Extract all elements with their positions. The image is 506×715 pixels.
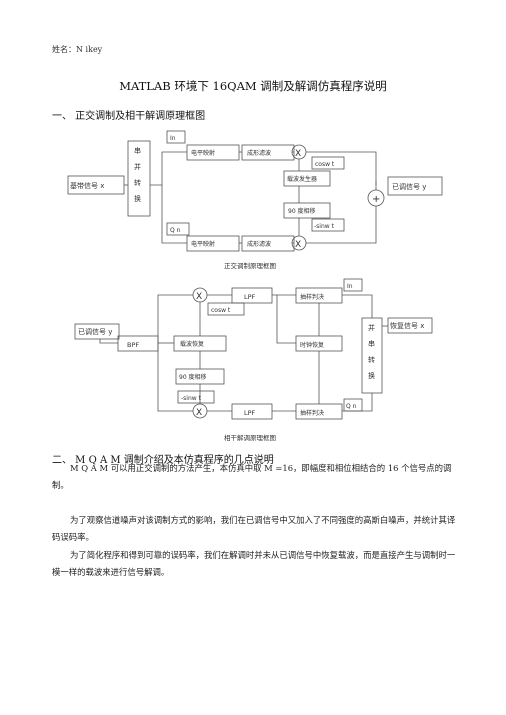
ps-char-3: 转 — [368, 355, 375, 364]
cos-label-box — [311, 156, 345, 170]
mixer-bottom-label: X — [295, 240, 301, 250]
cos2-label: cosw t — [211, 307, 231, 314]
carrier-recovery-label: 载波恢复 — [180, 340, 204, 348]
in-label: In — [170, 135, 176, 142]
diagram1-caption: 正交调制原理框图 — [224, 261, 276, 270]
input2-box — [74, 323, 120, 340]
in2-label: In — [347, 283, 353, 290]
shaping-bottom-label: 成形滤波 — [247, 240, 271, 248]
shaping-top-label: 成形滤波 — [247, 149, 271, 157]
sampler-bottom-label: 抽样判决 — [300, 409, 324, 417]
clock-recovery-label: 时钟恢复 — [300, 341, 324, 349]
qn-label: Q n — [170, 227, 181, 234]
ps-char-1: 并 — [368, 323, 375, 332]
lpf-bottom-label: LPF — [244, 409, 256, 417]
author-line: 姓名：N ikey — [52, 45, 103, 54]
sin-label-box — [311, 218, 345, 232]
in2-box — [343, 278, 363, 292]
lpf-top-label: LPF — [244, 293, 256, 301]
carrier-gen-label: 载波发生器 — [287, 175, 317, 183]
mixer-top-label: X — [295, 149, 301, 159]
lpf-top-box — [231, 287, 273, 304]
cos2-box — [207, 302, 245, 316]
ps-char-2: 串 — [368, 340, 375, 348]
level-map-top-box — [186, 144, 240, 161]
sp-char-1: 串 — [134, 147, 141, 155]
document-title: MATLAB 环境下 16QAM 调制及解调仿真程序说明 — [119, 79, 387, 93]
bpf-label: BPF — [127, 341, 139, 349]
output-box — [387, 176, 443, 196]
input2-label: 已调信号 y — [78, 327, 112, 336]
sp-char-4: 换 — [134, 194, 141, 203]
cos-label: cosw t — [315, 161, 335, 168]
adder-label: + — [372, 194, 380, 205]
ps-char-4: 换 — [368, 371, 375, 380]
recovered-output-label: 恢复信号 x — [390, 321, 424, 330]
mixer2-top-label: X — [196, 292, 202, 302]
level-map-top-label: 电平映射 — [191, 149, 215, 157]
recovered-output-box — [387, 317, 433, 334]
lpf-bottom-box — [231, 403, 273, 420]
section-2-heading: 二、 M Q A M 调制介绍及本仿真程序的几点说明 — [52, 455, 274, 466]
diagram2-caption: 相干解调原理框图 — [224, 433, 276, 442]
phase90-2-label: 90 度相移 — [179, 373, 207, 381]
in-label-box — [166, 130, 186, 144]
phase90-label: 90 度相移 — [288, 207, 316, 215]
qn-label-box — [166, 222, 190, 236]
paragraph-2: 为了观察信道噪声对该调制方式的影响，我们在已调信号中又加入了不同强度的高斯白噪声… — [52, 515, 456, 542]
paragraph-3: 为了简化程序和得到可靠的误码率，我们在解调时并未从已调信号中恢复载波，而是直接产… — [52, 550, 456, 577]
qn2-label: Q n — [346, 403, 357, 410]
mixer2-bottom-label: X — [196, 408, 202, 418]
section-1-heading: 一、 正交调制及相干解调原理框图 — [52, 111, 206, 122]
shaping-bottom-box — [241, 235, 295, 252]
level-map-bottom-label: 电平映射 — [191, 240, 215, 248]
carrier-generator-box — [283, 170, 331, 187]
paragraph-1: M Q A M 可以用正交调制的方法产生，本仿真中取 M =16，即幅度和相位相… — [52, 463, 452, 490]
output-label: 已调信号 y — [392, 182, 426, 191]
phase-shift-box — [283, 202, 331, 219]
sampler-top-label: 抽样判决 — [300, 293, 324, 301]
sin2-box — [177, 390, 215, 404]
sin2-label: -sinw t — [181, 395, 202, 402]
shaping-top-box — [241, 144, 295, 161]
sin-label: -sinw t — [314, 223, 335, 230]
serial-parallel-box — [127, 140, 151, 217]
baseband-input-label: 基带信号 x — [70, 181, 104, 190]
sp-char-2: 并 — [134, 162, 141, 171]
level-map-bottom-box — [186, 235, 240, 252]
sp-char-3: 转 — [134, 178, 141, 187]
